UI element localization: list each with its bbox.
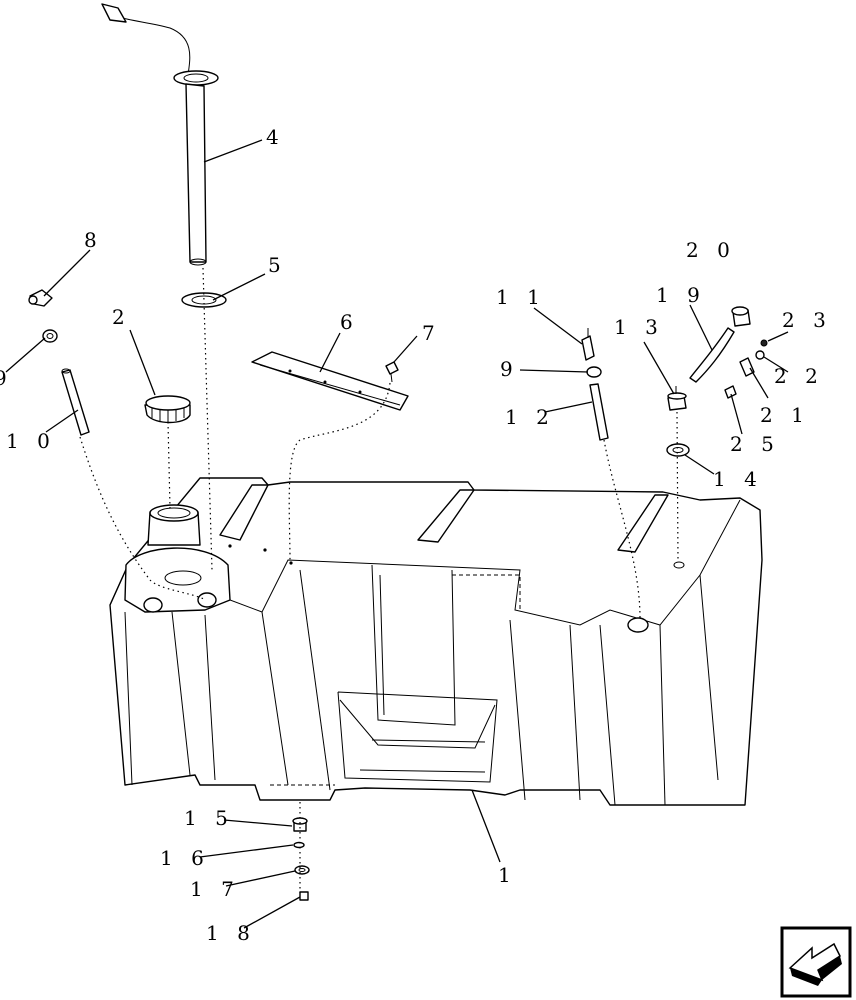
callout-labels: 4 5 2 6 7 8 9 1 0 1 1 9 1 2 1 3 1 4 1 9 … (0, 125, 832, 945)
leader-lines (5, 139, 789, 929)
pickup-tube (61, 368, 90, 436)
vent-hose (689, 327, 735, 383)
screw-7 (385, 361, 399, 383)
bolt-25 (724, 385, 737, 399)
callout-13: 1 3 (614, 315, 664, 339)
callout-21: 2 1 (760, 403, 810, 427)
callout-22: 2 2 (774, 364, 824, 388)
elbow-fitting (28, 289, 53, 307)
assembly-lines (79, 267, 679, 893)
callout-7: 7 (422, 321, 441, 345)
breather-grommet (666, 443, 690, 457)
callout-12: 1 2 (505, 405, 555, 429)
callout-5: 5 (268, 253, 287, 277)
callout-25: 2 5 (730, 432, 780, 456)
callout-9-left: 9 (0, 366, 13, 390)
callout-1: 1 (498, 863, 517, 887)
grommet-right (586, 366, 602, 378)
fuel-tank (109, 477, 763, 806)
drain-plug-15 (292, 817, 308, 832)
callout-19: 1 9 (656, 283, 706, 307)
callout-14: 1 4 (713, 467, 763, 491)
callout-2: 2 (112, 305, 131, 329)
callout-23: 2 3 (782, 308, 832, 332)
callout-4: 4 (266, 125, 285, 149)
washer-17 (294, 865, 310, 875)
vent-cap (731, 306, 751, 327)
grommet-left (42, 329, 58, 343)
next-page-arrow-icon[interactable] (780, 926, 852, 998)
strap-bracket (251, 351, 409, 411)
callout-9-right: 9 (500, 357, 519, 381)
sender-gasket (181, 292, 227, 308)
callout-18: 1 8 (206, 921, 256, 945)
callout-6: 6 (340, 310, 359, 334)
fuel-sender-unit (101, 3, 219, 266)
fuel-cap (144, 395, 191, 424)
clamp-21 (739, 357, 755, 377)
callout-20: 2 0 (686, 238, 736, 262)
callout-16: 1 6 (160, 846, 210, 870)
callout-11: 1 1 (496, 285, 546, 309)
nut-22 (755, 350, 765, 360)
breather-fitting (667, 386, 687, 411)
callout-10: 1 0 (6, 429, 56, 453)
small-washer (760, 339, 768, 347)
callout-8: 8 (84, 228, 103, 252)
plug-18 (299, 891, 309, 901)
callout-15: 1 5 (184, 806, 234, 830)
callout-17: 1 7 (190, 877, 240, 901)
o-ring-16 (293, 841, 305, 849)
return-elbow (581, 328, 595, 361)
return-tube (589, 383, 609, 441)
